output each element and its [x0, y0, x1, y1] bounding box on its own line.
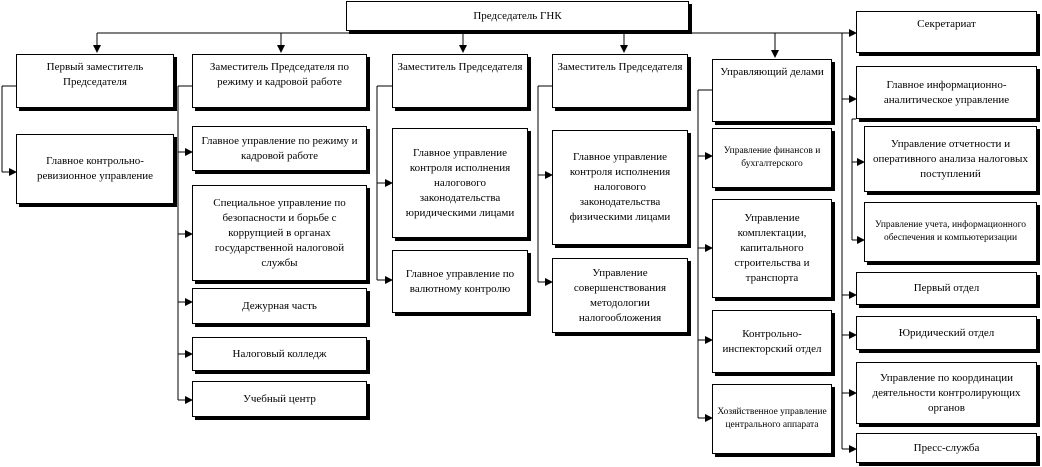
security-anticorruption-label: Специальное управление по безопасности и…	[213, 196, 346, 269]
deputy-3-box: Заместитель Председателя	[392, 54, 528, 108]
duty-unit-label: Дежурная часть	[242, 299, 317, 312]
training-center-label: Учебный центр	[243, 392, 316, 405]
construction-transport-label: Управление комплектации, капитального ст…	[734, 212, 810, 284]
affairs-manager-box: Управляющий делами	[712, 59, 832, 122]
finance-dept-box: Управление финансов и бухгалтерского	[712, 128, 832, 188]
accounting-it-box: Управление учета, информационного обеспе…	[864, 202, 1037, 262]
legal-division-label: Юридический отдел	[898, 326, 995, 339]
deputy-4-box: Заместитель Председателя	[552, 54, 688, 108]
deputy-3-label: Заместитель Председателя	[397, 61, 523, 73]
currency-control-label: Главное управление по валютному контролю	[405, 267, 515, 295]
legal-division-box: Юридический отдел	[856, 316, 1037, 350]
legal-entities-control-box: Главное управление контроля исполнения н…	[392, 128, 528, 238]
currency-control-box: Главное управление по валютному контролю	[392, 250, 528, 313]
legal-entities-control-label: Главное управление контроля исполнения н…	[405, 146, 515, 219]
tax-college-label: Налоговый колледж	[232, 347, 327, 360]
security-anticorruption-box: Специальное управление по безопасности и…	[192, 185, 367, 281]
methodology-dept-label: Управление совершенствования методологии…	[573, 266, 667, 324]
methodology-dept-box: Управление совершенствования методологии…	[552, 258, 688, 333]
info-analytics-label: Главное информационно-аналитическое упра…	[883, 78, 1010, 106]
first-division-label: Первый отдел	[913, 282, 980, 294]
press-service-box: Пресс-служба	[856, 433, 1037, 463]
construction-transport-box: Управление комплектации, капитального ст…	[712, 199, 832, 298]
press-service-label: Пресс-служба	[913, 441, 980, 454]
secretariat-label: Секретариат	[917, 18, 976, 30]
first-deputy-box: Первый заместитель Председателя	[16, 54, 174, 108]
regime-hr-dept-label: Главное управление по режиму и кадровой …	[201, 134, 358, 162]
control-audit-dept-label: Главное контрольно-ревизионное управлени…	[36, 155, 154, 182]
inspection-dept-label: Контрольно-инспекторский отдел	[722, 327, 822, 355]
finance-dept-label: Управление финансов и бухгалтерского	[723, 146, 821, 169]
secretariat-box: Секретариат	[856, 11, 1037, 53]
chairman-box: Председатель ГНК	[346, 1, 689, 31]
training-center-box: Учебный центр	[192, 381, 367, 417]
inspection-dept-box: Контрольно-инспекторский отдел	[712, 310, 832, 373]
individuals-control-label: Главное управление контроля исполнения н…	[569, 151, 671, 223]
reporting-analysis-label: Управление отчетности и оперативного ана…	[873, 137, 1028, 180]
coordination-dept-label: Управление по координации деятельности к…	[872, 371, 1021, 414]
accounting-it-label: Управление учета, информационного обеспе…	[874, 220, 1027, 243]
duty-unit-box: Дежурная часть	[192, 288, 367, 324]
coordination-dept-box: Управление по координации деятельности к…	[856, 362, 1037, 424]
reporting-analysis-box: Управление отчетности и оперативного ана…	[864, 126, 1037, 192]
chairman-label: Председатель ГНК	[473, 9, 562, 22]
deputy-4-label: Заместитель Председателя	[557, 61, 683, 73]
household-dept-box: Хозяйственное управление центрального ап…	[712, 384, 832, 454]
tax-college-box: Налоговый колледж	[192, 337, 367, 371]
deputy-regime-box: Заместитель Председателя по режиму и кад…	[192, 54, 367, 108]
individuals-control-box: Главное управление контроля исполнения н…	[552, 130, 688, 245]
household-dept-label: Хозяйственное управление центрального ап…	[717, 407, 827, 430]
first-division-box: Первый отдел	[856, 272, 1037, 305]
first-deputy-label: Первый заместитель Председателя	[46, 61, 144, 88]
regime-hr-dept-box: Главное управление по режиму и кадровой …	[192, 126, 367, 171]
control-audit-dept-box: Главное контрольно-ревизионное управлени…	[16, 134, 174, 204]
info-analytics-box: Главное информационно-аналитическое упра…	[856, 66, 1037, 119]
deputy-regime-label: Заместитель Председателя по режиму и кад…	[209, 61, 350, 88]
affairs-manager-label: Управляющий делами	[720, 66, 824, 78]
